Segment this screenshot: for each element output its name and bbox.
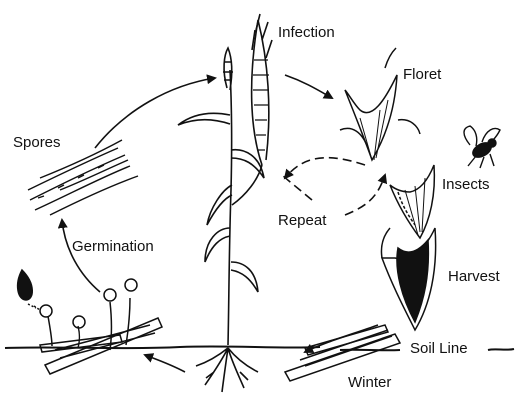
label-repeat: Repeat xyxy=(278,212,326,229)
infected-floret-insects xyxy=(390,165,434,238)
label-spores: Spores xyxy=(13,134,61,151)
crop-residue xyxy=(18,270,162,374)
label-floret: Floret xyxy=(403,66,441,83)
label-infection: Infection xyxy=(278,24,335,41)
label-harvest: Harvest xyxy=(448,268,500,285)
winter-residue xyxy=(285,325,400,381)
label-winter: Winter xyxy=(348,374,391,391)
spores xyxy=(28,140,138,215)
insect-drawing xyxy=(464,126,500,168)
infected-floret-harvest xyxy=(381,228,435,330)
label-germination: Germination xyxy=(72,238,154,255)
wheat-plant xyxy=(178,14,272,392)
label-insects: Insects xyxy=(442,176,490,193)
label-soil-line: Soil Line xyxy=(410,340,468,357)
floret-drawing xyxy=(340,48,420,160)
cycle-arrows xyxy=(62,75,385,372)
